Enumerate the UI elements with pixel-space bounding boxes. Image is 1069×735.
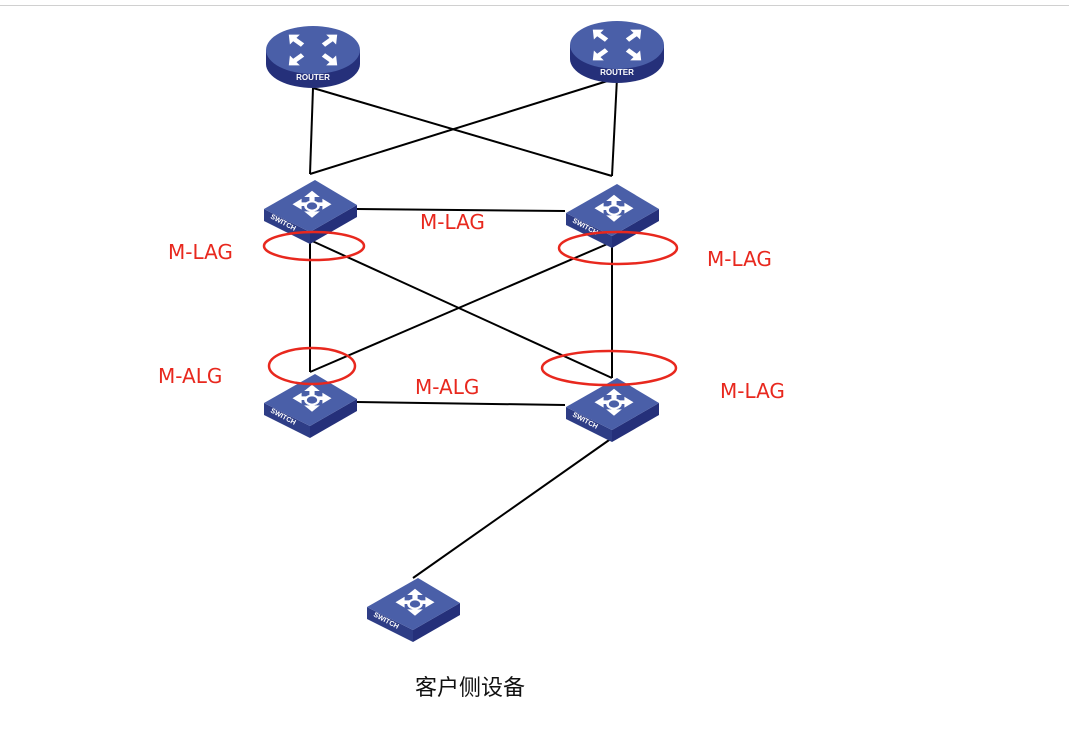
mlag-label-core-right: M-LAG: [707, 247, 772, 271]
malg-label-agg-left: M-ALG: [158, 364, 223, 388]
mlag-group-ellipse: [540, 349, 678, 387]
link-line: [356, 401, 566, 406]
switch-icon[interactable]: SWITCH: [367, 578, 460, 642]
link-line: [309, 87, 314, 175]
router-icon[interactable]: ROUTER: [570, 21, 664, 83]
link-line: [309, 77, 618, 175]
malg-label-agg-middle: M-ALG: [415, 375, 480, 399]
mlag-group-ellipse: [267, 346, 357, 386]
top-border: [0, 5, 1069, 6]
router-label: ROUTER: [600, 68, 634, 77]
link-line: [312, 87, 613, 177]
router-label: ROUTER: [296, 73, 330, 82]
customer-device-caption: 客户侧设备: [415, 676, 526, 701]
mlag-label-agg-right: M-LAG: [720, 379, 785, 403]
switch-icon[interactable]: SWITCH: [566, 378, 659, 442]
router-icon[interactable]: ROUTER: [266, 26, 360, 88]
link-line: [356, 208, 566, 212]
link-line: [611, 77, 618, 177]
mlag-group-ellipse: [557, 230, 679, 266]
mlag-label-core-middle: M-LAG: [420, 210, 485, 234]
mlag-group-ellipse: [262, 230, 366, 262]
link-line: [309, 241, 613, 373]
link-line: [412, 437, 613, 579]
switch-icon[interactable]: SWITCH: [566, 184, 659, 248]
mlag-label-core-left: M-LAG: [168, 240, 233, 264]
